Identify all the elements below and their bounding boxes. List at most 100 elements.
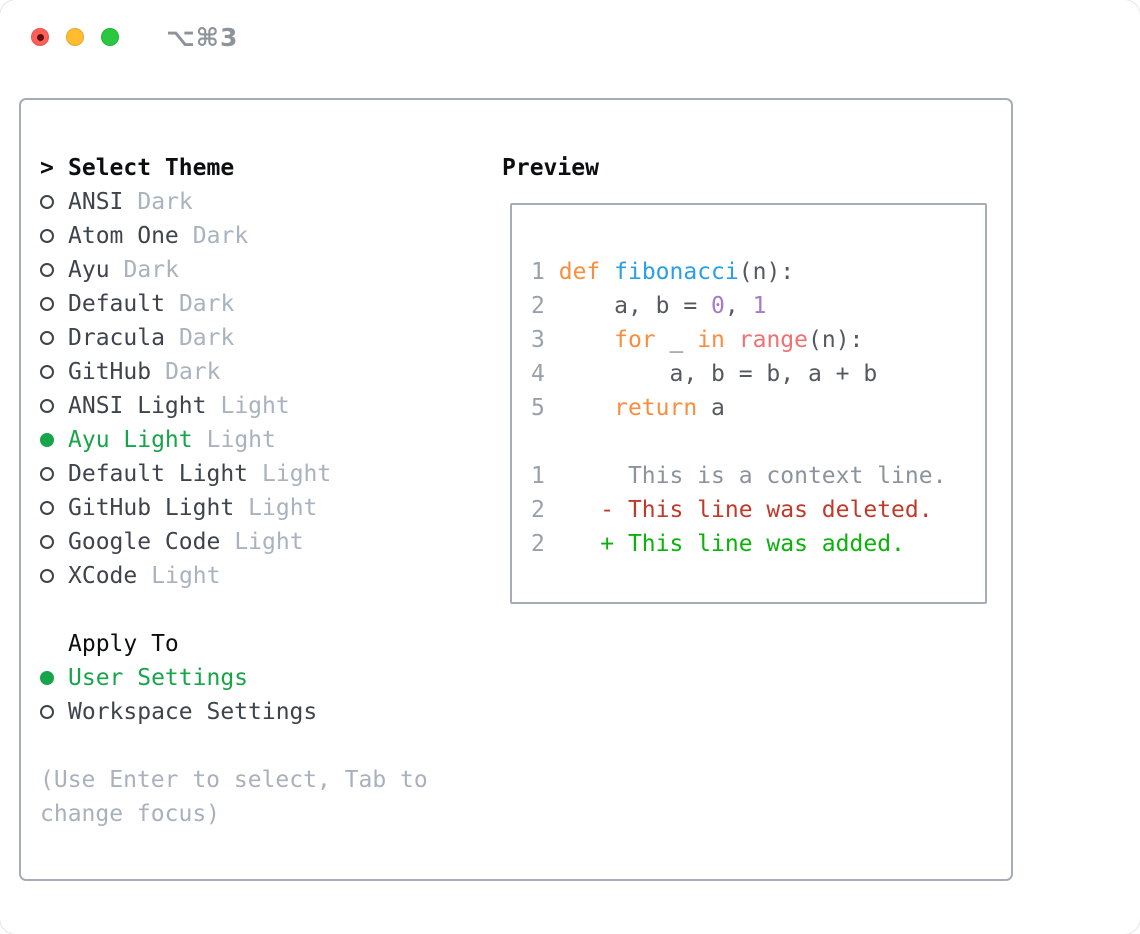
theme-option-ayu-light-light[interactable]: Ayu Light Light	[40, 423, 500, 457]
line-number: 1	[531, 463, 545, 489]
code-token-pl: (n):	[738, 259, 795, 285]
apply-label: Workspace Settings	[68, 699, 318, 725]
radio-circle	[40, 501, 54, 515]
code-blank-line	[531, 425, 985, 459]
code-token-pl	[545, 259, 559, 285]
spacer	[40, 593, 500, 627]
variant-tag: Dark	[165, 359, 221, 385]
apply-to-title: Apply To	[68, 631, 179, 657]
radio-circle	[40, 569, 54, 583]
code-token-add: + This line was added.	[600, 531, 905, 557]
radio-circle	[40, 467, 54, 481]
line-number: 2	[531, 293, 545, 319]
theme-label: Default	[68, 291, 165, 317]
radio-icon	[40, 297, 68, 311]
theme-option-github-dark[interactable]: GitHub Dark	[40, 355, 500, 389]
radio-circle	[40, 263, 54, 277]
radio-icon	[40, 705, 68, 719]
line-number: 5	[531, 395, 545, 421]
radio-selected-icon	[40, 671, 68, 685]
radio-icon	[40, 263, 68, 277]
code-token-kw: return	[614, 395, 698, 421]
variant-tag: Dark	[178, 325, 235, 351]
radio-circle	[40, 535, 54, 549]
theme-label: Ayu	[68, 257, 110, 283]
code-token-kw: for	[614, 327, 656, 353]
line-number: 2	[531, 531, 545, 557]
variant-tag: Light	[206, 427, 276, 453]
code-token-fn: fibonacci	[614, 259, 739, 285]
titlebar: ⌥⌘3	[0, 0, 1140, 98]
code-token-pl: a, b =	[544, 293, 712, 319]
prompt-caret-icon: >	[40, 155, 54, 181]
radio-circle	[40, 229, 54, 243]
radio-icon	[40, 365, 68, 379]
code-token-call: range	[738, 327, 809, 353]
theme-label: Dracula	[68, 325, 165, 351]
theme-option-ayu-dark[interactable]: Ayu Dark	[40, 253, 500, 287]
radio-icon	[40, 331, 68, 345]
code-token-pl	[545, 497, 600, 523]
theme-label: Ayu Light	[68, 427, 193, 453]
window-title: ⌥⌘3	[166, 23, 239, 52]
variant-tag: Light	[248, 495, 318, 521]
apply-to-header: Apply To	[40, 627, 500, 661]
radio-circle	[40, 671, 54, 685]
theme-option-ansi-light-light[interactable]: ANSI Light Light	[40, 389, 500, 423]
radio-selected-icon	[40, 433, 68, 447]
select-theme-title: Select Theme	[68, 155, 235, 181]
apply-option-workspace-settings[interactable]: Workspace Settings	[40, 695, 500, 729]
code-token-pl: a	[697, 395, 725, 421]
code-token-pl: _	[655, 327, 698, 353]
code-token-pl	[600, 259, 614, 285]
code-token-pl	[545, 327, 614, 353]
maximize-button[interactable]	[101, 28, 119, 46]
minimize-button[interactable]	[66, 28, 84, 46]
radio-icon	[40, 535, 68, 549]
code-line: 1 def fibonacci(n):	[531, 255, 985, 289]
radio-icon	[40, 501, 68, 515]
code-token-kw: def	[558, 259, 601, 285]
code-token-del: - This line was deleted.	[600, 497, 933, 523]
help-text: (Use Enter to select, Tab to change focu…	[40, 767, 428, 827]
close-button[interactable]	[31, 28, 49, 46]
apply-option-user-settings[interactable]: User Settings	[40, 661, 500, 695]
radio-icon	[40, 399, 68, 413]
variant-tag: Dark	[123, 257, 179, 283]
preview-header: Preview	[502, 151, 599, 185]
spacer	[40, 729, 500, 763]
line-number: 2	[531, 497, 545, 523]
variant-tag: Light	[220, 393, 290, 419]
code-token-kw: in	[697, 327, 725, 353]
code-token-pl	[545, 531, 600, 557]
code-token-num: 0	[711, 293, 725, 319]
radio-circle	[40, 365, 54, 379]
radio-circle	[40, 297, 54, 311]
theme-label: ANSI	[68, 189, 124, 215]
theme-label: ANSI Light	[68, 393, 207, 419]
close-dot-icon	[36, 33, 44, 41]
theme-option-dracula-dark[interactable]: Dracula Dark	[40, 321, 500, 355]
variant-tag: Dark	[192, 223, 249, 249]
preview-title: Preview	[502, 155, 599, 181]
radio-circle	[40, 195, 54, 209]
radio-icon	[40, 467, 68, 481]
apply-label: User Settings	[68, 665, 249, 691]
code-line: 1 This is a context line.	[531, 459, 985, 493]
theme-label: GitHub	[68, 359, 152, 385]
code-token-pl: ,	[724, 293, 753, 319]
code-line: 2 - This line was deleted.	[531, 493, 985, 527]
radio-icon	[40, 569, 68, 583]
